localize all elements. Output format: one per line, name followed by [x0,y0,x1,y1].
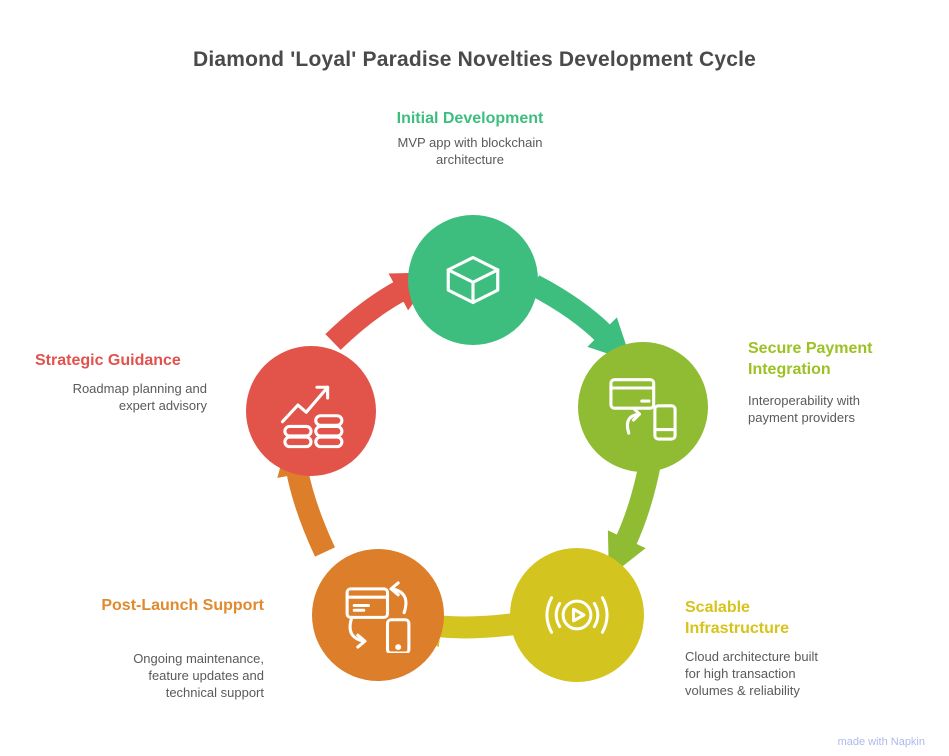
card-phone-payment-icon [609,378,677,441]
cube-icon [446,255,500,305]
desc-line: architecture [436,152,504,167]
desc-line: feature updates and [148,668,264,683]
stage-label-secure-payment-integration: Secure Payment Integration [748,340,873,378]
desc-line: Ongoing maintenance, [133,651,264,666]
arrow-guidance-to-initial [325,272,436,350]
stage-circle-post-launch-support [312,549,444,681]
desc-line: Roadmap planning and [72,381,207,396]
arrow-infrastructure-to-support [399,605,524,648]
stage-circle-initial-development [408,215,538,345]
stage-label-initial-development: Initial Development [396,110,544,127]
stage-desc-scalable-infrastructure: Cloud architecture built for high transa… [685,648,875,699]
desc-line: technical support [165,685,264,700]
stage-label-strategic-guidance: Strategic Guidance [35,352,181,369]
growth-chart-coins-icon [280,385,344,449]
desc-line: payment providers [748,410,855,425]
desc-line: Cloud architecture built [685,649,818,664]
stage-desc-strategic-guidance: Roadmap planning and expert advisory [25,380,207,414]
watermark-badge[interactable]: made with Napkin [837,736,925,748]
broadcast-play-icon [545,596,609,634]
desc-line: Interoperability with [748,393,860,408]
stage-desc-secure-payment-integration: Interoperability with payment providers [748,392,928,426]
desc-line: for high transaction [685,666,796,681]
stage-desc-initial-development: MVP app with blockchain architecture [320,134,620,168]
stage-desc-post-launch-support: Ongoing maintenance, feature updates and… [62,650,264,701]
page-title: Diamond 'Loyal' Paradise Novelties Devel… [192,48,757,71]
stage-label-post-launch-support: Post-Launch Support [101,597,264,614]
card-phone-sync-icon [345,581,411,653]
arrow-initial-to-payment [528,275,632,362]
desc-line: MVP app with blockchain [397,135,543,150]
desc-line: volumes & reliability [685,683,800,698]
stage-circle-strategic-guidance [246,346,376,476]
stage-label-scalable-infrastructure: Scalable Infrastructure [685,599,790,637]
arrow-support-to-guidance [277,433,335,557]
stage-circle-scalable-infrastructure [510,548,644,682]
desc-line: expert advisory [118,398,207,413]
stage-circle-secure-payment-integration [578,342,708,472]
